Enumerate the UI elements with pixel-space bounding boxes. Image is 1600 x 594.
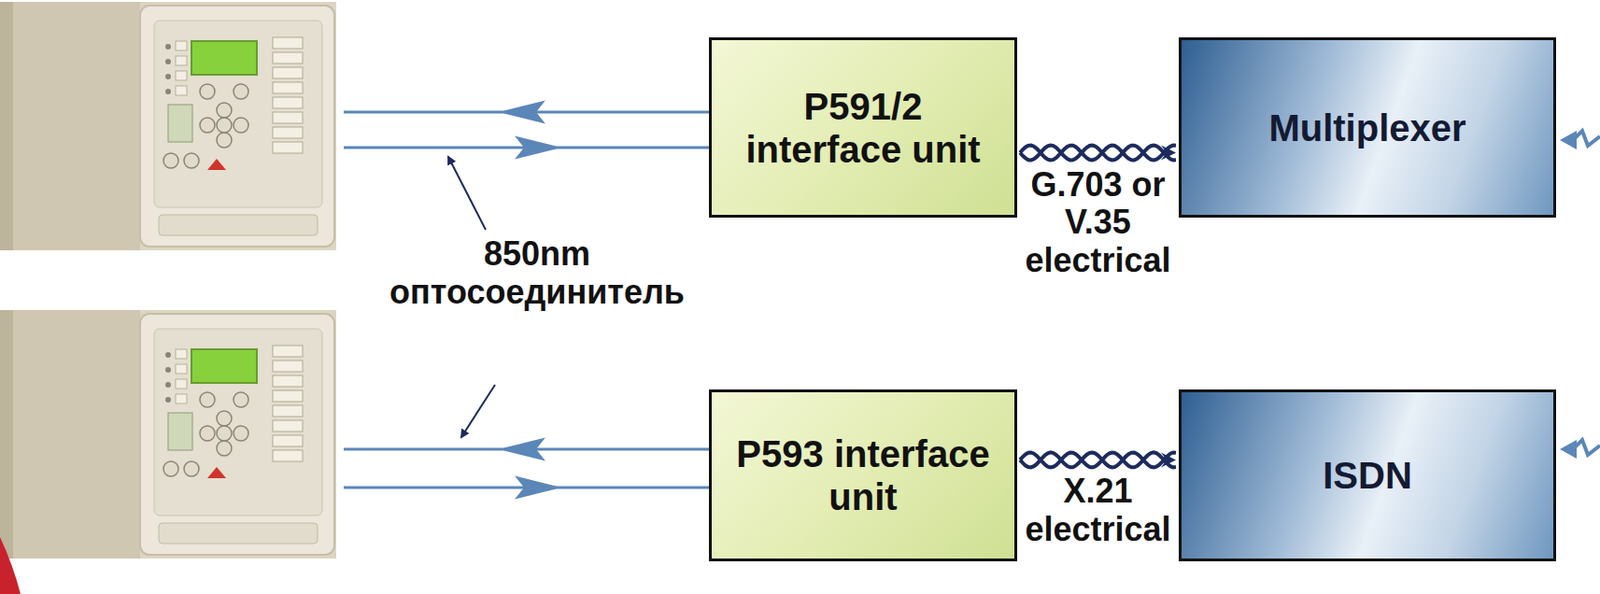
box-label: P591/2 interface unit bbox=[711, 84, 1015, 171]
box-text-group: P593 interface unit bbox=[711, 432, 1015, 519]
box-text-group: ISDN bbox=[1313, 453, 1422, 497]
box-text-group: Multiplexer bbox=[1259, 106, 1475, 150]
arrow-head bbox=[1161, 452, 1176, 468]
twisted-cable bbox=[1019, 452, 1176, 468]
radio-heads bbox=[1559, 130, 1577, 459]
box-label: P593 interface unit bbox=[711, 432, 1015, 519]
cable-strand bbox=[1019, 145, 1176, 161]
edge-label: G.703 or V.35 electrical bbox=[1021, 166, 1175, 281]
box-text-group: P591/2 interface unit bbox=[711, 84, 1015, 171]
cable-strand bbox=[1019, 452, 1176, 468]
network-box: ISDN bbox=[1178, 389, 1557, 562]
box-label: Multiplexer bbox=[1259, 106, 1475, 150]
corner-accent bbox=[0, 537, 21, 594]
arrow-head bbox=[1161, 145, 1176, 161]
multiplexer-box: Multiplexer bbox=[1178, 37, 1557, 218]
box-label: ISDN bbox=[1313, 453, 1422, 497]
cable-strand bbox=[1019, 452, 1176, 468]
interface-box: P591/2 interface unit bbox=[708, 37, 1018, 218]
interface-box: P593 interface unit bbox=[708, 389, 1018, 562]
cable-strand bbox=[1019, 145, 1176, 161]
optical-links bbox=[343, 102, 709, 497]
edge-label: X.21 electrical bbox=[1021, 472, 1175, 549]
radio-links bbox=[1572, 130, 1600, 455]
twisted-cable bbox=[1019, 145, 1176, 161]
callout-label: 850nm оптосоединитель bbox=[368, 235, 706, 312]
